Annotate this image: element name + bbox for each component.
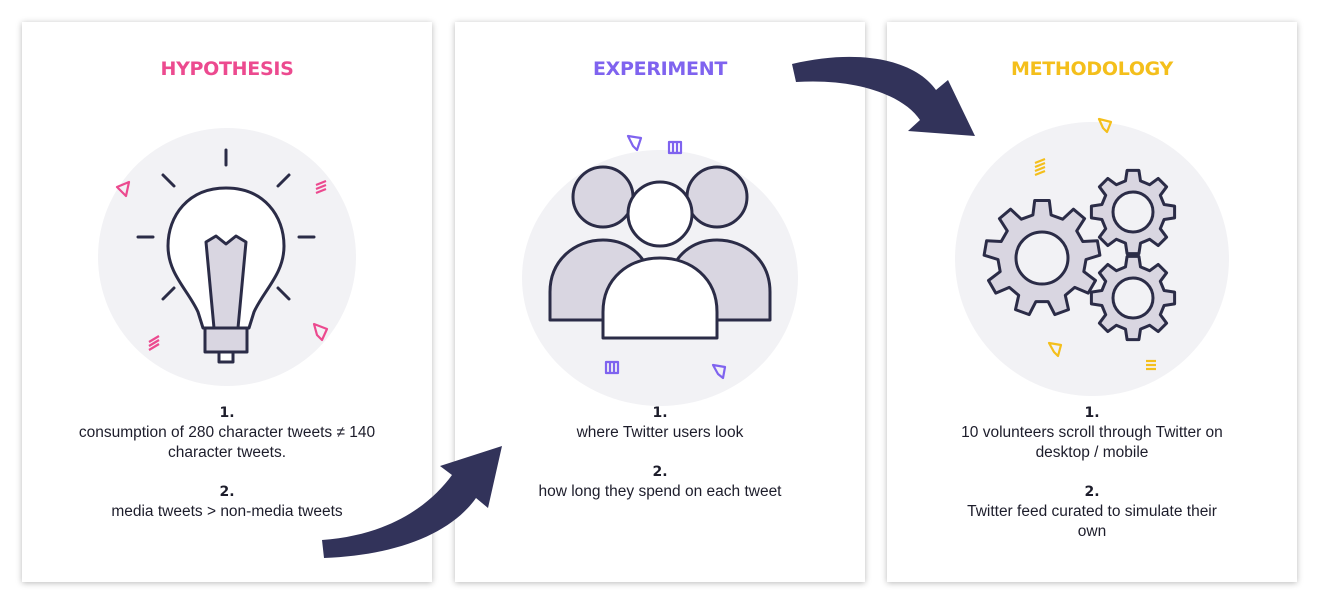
point-item: 1. where Twitter users look <box>465 403 855 443</box>
point-text: Twitter feed curated to simulate their o… <box>967 503 1217 540</box>
point-item: 2. media tweets > non-media tweets <box>32 482 422 522</box>
methodology-card: METHODOLOGY 1. 10 volunteers scroll thro… <box>887 22 1297 582</box>
point-item: 1. 10 volunteers scroll through Twitter … <box>897 403 1287 463</box>
point-number: 2. <box>219 484 235 500</box>
point-text: consumption of 280 character tweets ≠ 14… <box>78 424 376 461</box>
point-number: 1. <box>1084 405 1100 421</box>
gears-icon <box>982 117 1177 371</box>
point-text: 10 volunteers scroll through Twitter on … <box>961 424 1223 461</box>
card-title: METHODOLOGY <box>1010 58 1174 80</box>
point-item: 2. how long they spend on each tweet <box>465 462 855 502</box>
card-title: EXPERIMENT <box>593 58 727 80</box>
experiment-points: 1. where Twitter users look 2. how long … <box>465 403 855 521</box>
point-text: where Twitter users look <box>576 424 744 441</box>
people-group-icon <box>548 134 772 380</box>
point-text: how long they spend on each tweet <box>538 483 782 500</box>
hypothesis-points: 1. consumption of 280 character tweets ≠… <box>32 403 422 541</box>
point-number: 1. <box>652 405 668 421</box>
point-item: 1. consumption of 280 character tweets ≠… <box>32 403 422 463</box>
point-item: 2. Twitter feed curated to simulate thei… <box>897 482 1287 542</box>
card-title: HYPOTHESIS <box>160 58 294 80</box>
point-number: 2. <box>652 464 668 480</box>
methodology-points: 1. 10 volunteers scroll through Twitter … <box>897 403 1287 561</box>
hypothesis-card: HYPOTHESIS 1. <box>22 22 432 582</box>
point-number: 1. <box>219 405 235 421</box>
experiment-card: EXPERIMENT 1. where Twitter users look <box>455 22 865 582</box>
point-text: media tweets > non-media tweets <box>111 503 343 520</box>
point-number: 2. <box>1084 484 1100 500</box>
lightbulb-icon <box>115 148 329 364</box>
